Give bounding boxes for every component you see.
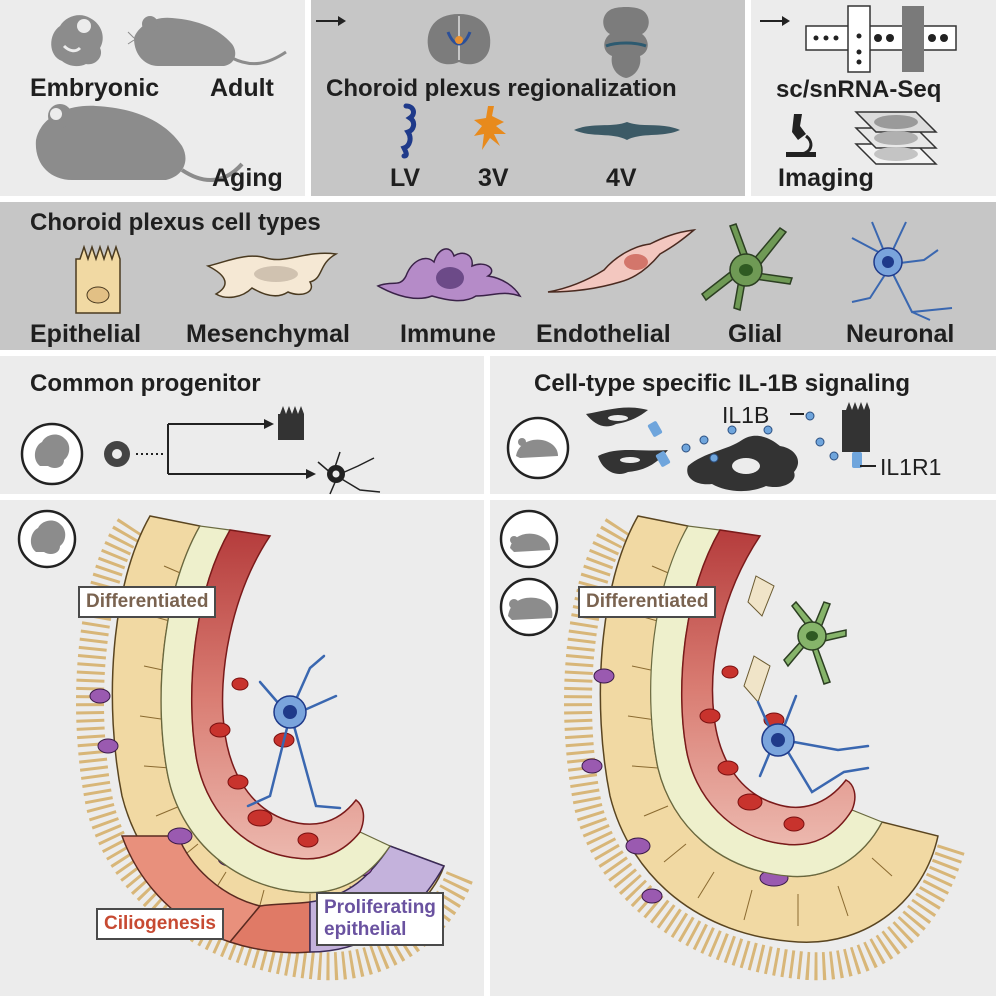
immune-cell-icon bbox=[376, 248, 522, 302]
cell-type-label-immune: Immune bbox=[400, 320, 496, 348]
label-adult: Adult bbox=[210, 74, 274, 102]
arrow-to-methods bbox=[760, 16, 790, 26]
label-regionalization: Choroid plexus regionalization bbox=[326, 75, 677, 102]
label-il1b: IL1B bbox=[722, 402, 770, 428]
label-il1r1: IL1R1 bbox=[880, 454, 942, 480]
neuronal-cell-icon bbox=[851, 221, 953, 321]
label-cell-types-title: Choroid plexus cell types bbox=[30, 209, 321, 236]
label-4v: 4V bbox=[606, 164, 637, 192]
panel-cell-types bbox=[0, 202, 996, 350]
3v-choroid-plexus-icon bbox=[474, 106, 506, 150]
4v-choroid-plexus-icon bbox=[574, 122, 680, 140]
cell-type-label-mesenchymal: Mesenchymal bbox=[186, 320, 350, 348]
progenitor-diagram bbox=[20, 406, 381, 495]
brain-section-forebrain-icon bbox=[427, 14, 491, 65]
adult-choroid-plexus-illustration bbox=[564, 515, 966, 981]
cell-type-label-epithelial: Epithelial bbox=[30, 320, 142, 348]
label-lv: LV bbox=[390, 164, 421, 192]
aging-mouse-icon bbox=[35, 104, 244, 183]
panel-regionalization bbox=[311, 0, 745, 196]
adult-stage-badge-icon bbox=[499, 509, 559, 569]
brain-section-hindbrain-icon bbox=[603, 7, 649, 78]
label-aging: Aging bbox=[212, 164, 283, 192]
cell-type-label-glial: Glial bbox=[728, 320, 783, 348]
tag-proliferating-epithelial: Proliferating epithelial bbox=[316, 892, 444, 946]
cell-type-label-endothelial: Endothelial bbox=[536, 320, 671, 348]
tag-ciliogenesis: Ciliogenesis bbox=[96, 908, 224, 940]
label-sc-snrna-seq: sc/snRNA-Seq bbox=[776, 76, 942, 103]
epithelial-cell-icon bbox=[75, 244, 121, 314]
arrow-to-regionalization bbox=[316, 16, 346, 26]
endothelial-cell-icon bbox=[547, 228, 697, 293]
embryo-stage-badge-icon bbox=[17, 509, 77, 569]
microscope-icon bbox=[786, 114, 816, 157]
tag-differentiated-embryonic: Differentiated bbox=[78, 586, 217, 618]
tag-proliferating-line2: epithelial bbox=[324, 918, 407, 940]
label-3v: 3V bbox=[478, 164, 509, 192]
aging-stage-badge-icon bbox=[499, 577, 559, 637]
imaging-slices-icon bbox=[854, 111, 938, 165]
il1b-signaling-diagram bbox=[506, 402, 876, 492]
glial-cell-icon bbox=[700, 223, 793, 311]
microfluidic-chip-icon bbox=[805, 5, 957, 73]
tag-proliferating-line1: Proliferating bbox=[324, 897, 436, 918]
mesenchymal-cell-icon bbox=[205, 252, 339, 299]
label-imaging: Imaging bbox=[778, 164, 874, 192]
adult-mouse-icon bbox=[127, 16, 287, 66]
label-common-progenitor: Common progenitor bbox=[30, 370, 261, 397]
label-il1b-signaling-title: Cell-type specific IL-1B signaling bbox=[534, 370, 911, 397]
cell-type-label-neuronal: Neuronal bbox=[846, 320, 955, 348]
embryo-mouse-icon bbox=[51, 15, 103, 67]
label-embryonic: Embryonic bbox=[30, 74, 160, 102]
tag-differentiated-adult: Differentiated bbox=[578, 586, 717, 618]
lv-choroid-plexus-icon bbox=[400, 103, 417, 159]
